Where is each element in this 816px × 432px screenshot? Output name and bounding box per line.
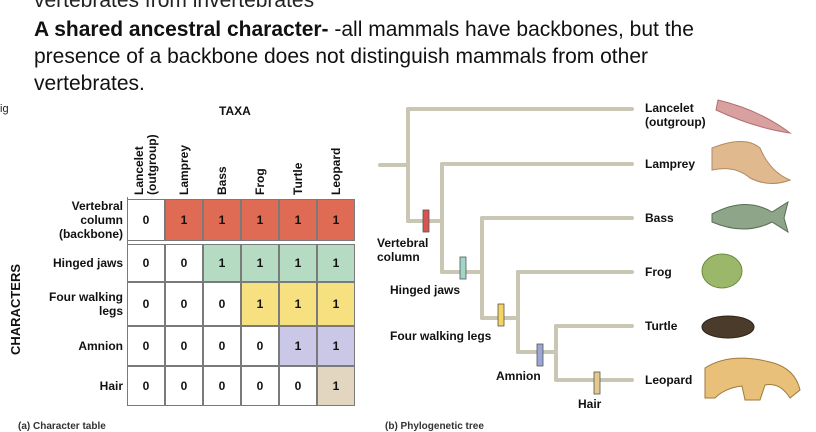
leopard-icon (704, 357, 801, 401)
tree-trait-label: Hinged jaws (390, 283, 461, 297)
table-cell: 1 (317, 366, 355, 406)
cut-off-text-line: vertebrates from invertebrates (34, 0, 315, 12)
table-cell: 0 (165, 366, 203, 406)
table-cell: 1 (203, 244, 241, 282)
table-cell: 1 (241, 199, 279, 241)
trait-marker (497, 303, 505, 327)
definition-line-2: presence of a backbone does not distingu… (34, 45, 648, 68)
tree-tip-label: Frog (645, 265, 672, 279)
lamprey-icon (711, 141, 792, 184)
table-cell: 0 (203, 282, 241, 326)
table-cell: 0 (165, 244, 203, 282)
table-cell: 0 (127, 199, 165, 241)
table-cell: 0 (203, 326, 241, 366)
table-cell: 0 (127, 326, 165, 366)
table-cell: 1 (317, 244, 355, 282)
taxa-title: TAXA (219, 104, 251, 118)
trait-marker (459, 256, 467, 280)
trait-marker (422, 209, 430, 233)
definition-text-1: -all mammals have backbones, but the (328, 18, 694, 41)
turtle-icon (701, 315, 755, 339)
definition-line-3: vertebrates. (34, 72, 145, 95)
tree-trait-label: Four walking legs (390, 329, 492, 343)
table-cell: 1 (279, 244, 317, 282)
tree-tip-label: Leopard (645, 373, 693, 387)
table-cell: 1 (279, 326, 317, 366)
caption-character-table: (a) Character table (18, 421, 106, 432)
character-row-label: Hinged jaws (52, 256, 123, 270)
table-cell: 1 (317, 199, 355, 241)
trait-marker (536, 343, 544, 367)
table-cell: 0 (241, 366, 279, 406)
definition-heading: A shared ancestral character- (34, 18, 329, 41)
table-cell: 0 (279, 366, 317, 406)
character-row-label: Amnion (78, 339, 123, 353)
tree-tip-label: Bass (645, 211, 674, 225)
tree-tip-label: Turtle (645, 319, 678, 333)
table-cell: 1 (241, 282, 279, 326)
table-cell: 0 (127, 244, 165, 282)
table-cell: 0 (127, 366, 165, 406)
table-cell: 0 (127, 282, 165, 326)
trait-marker (593, 371, 601, 395)
table-cell: 0 (165, 326, 203, 366)
table-cell: 1 (317, 282, 355, 326)
definition-line-1: A shared ancestral character- -all mamma… (34, 17, 694, 42)
tree-tip-label: Lancelet(outgroup) (645, 101, 706, 129)
figure-label-fragment: ig (0, 103, 9, 115)
caption-phylogenetic-tree: (b) Phylogenetic tree (385, 421, 484, 432)
table-cell: 0 (241, 326, 279, 366)
table-cell: 0 (165, 282, 203, 326)
table-cell: 1 (317, 326, 355, 366)
tree-tip-label: Lamprey (645, 157, 696, 171)
table-cell: 1 (165, 199, 203, 241)
table-cell: 1 (241, 244, 279, 282)
bass-icon (711, 200, 789, 234)
table-cell: 0 (203, 366, 241, 406)
character-row-label: Hair (99, 379, 123, 393)
lancelet-icon (715, 99, 792, 134)
frog-icon (701, 253, 743, 289)
table-cell: 1 (203, 199, 241, 241)
table-cell: 1 (279, 199, 317, 241)
table-cell: 1 (279, 282, 317, 326)
tree-trait-label: Hair (578, 397, 602, 411)
tree-trait-label: Amnion (496, 369, 541, 383)
